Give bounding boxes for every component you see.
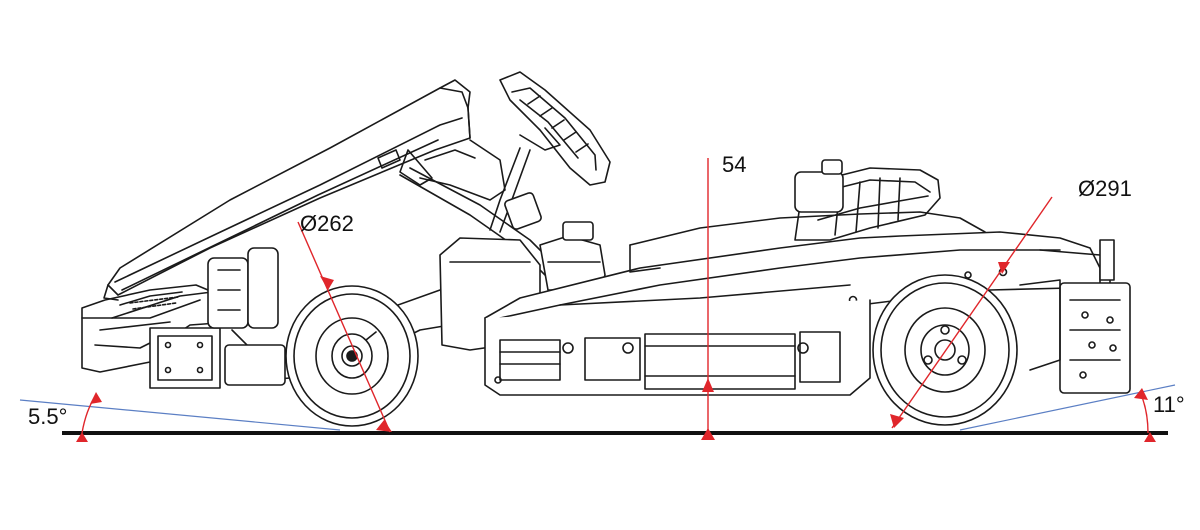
rear-wheel — [872, 274, 1018, 426]
front-wheel-diameter-line — [297, 221, 391, 433]
steering-assembly — [489, 71, 611, 233]
seat — [794, 159, 941, 241]
ground-clearance-label: 54 — [722, 152, 747, 177]
floor-tray — [484, 299, 871, 396]
dimension-arrowheads — [76, 262, 1156, 442]
front-fairing-panel — [103, 79, 471, 301]
front-wheel — [285, 285, 419, 427]
fuel-tank — [439, 221, 606, 351]
rear-wheel-diameter-label: Ø291 — [1078, 176, 1132, 201]
front-wheel-diameter-label: Ø262 — [300, 211, 354, 236]
front-nose-fairing — [81, 284, 233, 389]
front-approach-angle-label: 5.5° — [28, 404, 68, 429]
front-suspension — [207, 247, 301, 386]
rear-departure-angle-label: 11° — [1153, 392, 1185, 417]
rear-bumper — [1019, 239, 1131, 394]
rear-wheel-diameter-line — [891, 196, 1053, 429]
